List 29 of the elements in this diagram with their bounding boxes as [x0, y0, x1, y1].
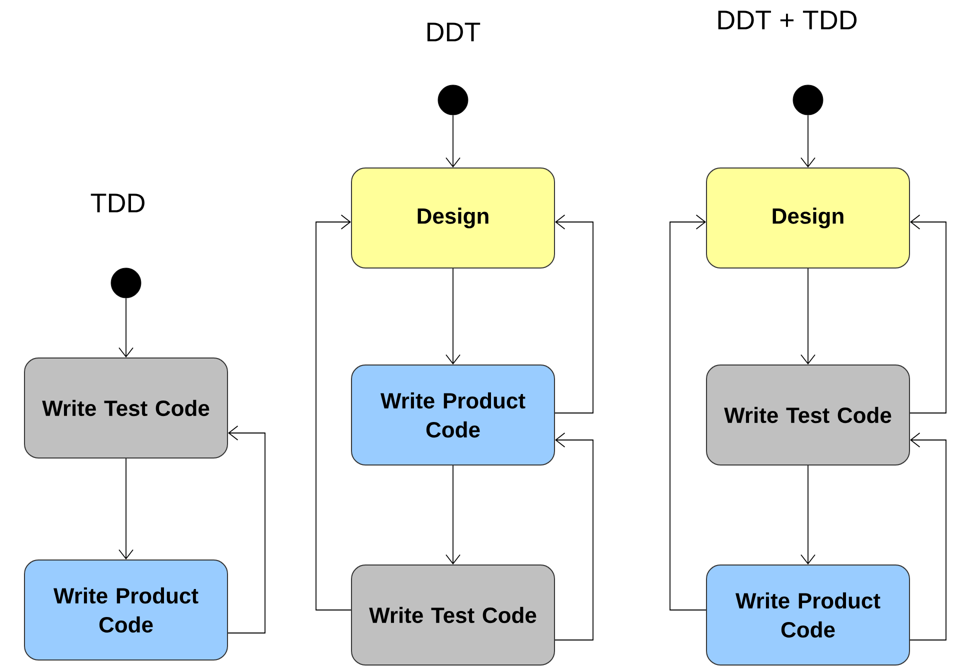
arrow — [670, 214, 706, 610]
state-box: Write Test Code — [351, 564, 555, 666]
state-box: Design — [706, 168, 910, 268]
arrow — [316, 214, 352, 610]
column-title: DDT + TDD — [718, 10, 857, 30]
start-dot — [792, 84, 824, 116]
start-dot — [110, 268, 142, 298]
arrow — [910, 432, 946, 640]
arrow — [910, 214, 946, 414]
arrow — [800, 114, 816, 168]
state-box: Write Product Code — [706, 564, 910, 666]
state-box: Write Product Code — [24, 560, 228, 660]
state-box: Write Product Code — [351, 364, 555, 466]
start-dot — [438, 84, 468, 116]
column-title: DDT — [427, 22, 480, 42]
arrow — [446, 114, 460, 168]
arrow — [554, 214, 594, 414]
arrow — [800, 465, 816, 564]
arrow — [446, 465, 460, 564]
state-box: Write Test Code — [24, 358, 228, 458]
arrow — [446, 268, 460, 364]
state-box: Design — [351, 168, 555, 268]
arrow — [554, 432, 594, 640]
column-title: TDD — [90, 194, 144, 212]
arrow — [800, 268, 816, 364]
arrow — [118, 298, 134, 358]
arrow — [228, 426, 266, 634]
arrow — [118, 458, 134, 560]
state-box: Write Test Code — [706, 364, 910, 466]
